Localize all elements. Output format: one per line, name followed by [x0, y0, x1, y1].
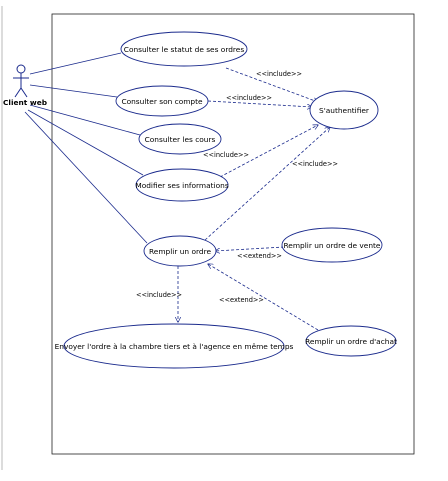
dep-include-remplir: [204, 127, 330, 241]
dep-include-compte: [207, 100, 312, 107]
use-case-consulter-compte: Consulter son compte: [115, 85, 209, 117]
dep-include-statut: [225, 67, 318, 102]
system-boundary: [51, 13, 415, 455]
assoc-cours: [29, 104, 141, 136]
dep-include-modifier: [219, 125, 318, 178]
assoc-remplir: [24, 111, 148, 244]
label-include-compte: <<include>>: [226, 94, 272, 102]
assoc-modifier: [27, 109, 144, 176]
use-case-label: Modifier ses informations: [135, 181, 228, 190]
label-extend-vente: <<extend>>: [237, 252, 282, 260]
use-case-consulter-cours: Consulter les cours: [138, 123, 222, 155]
label-include-remplir: <<include>>: [292, 160, 338, 168]
dep-extend-vente: [215, 246, 285, 251]
dep-extend-achat: [208, 264, 319, 331]
use-case-consulter-statut: Consulter le statut de ses ordres: [120, 31, 248, 67]
use-case-label: S'authentifier: [319, 106, 370, 115]
use-case-envoyer-ordre: Envoyer l'ordre à la chambre tiers et à …: [55, 323, 294, 369]
use-case-ordre-achat: Remplir un ordre d'achat: [305, 325, 397, 357]
assoc-compte: [29, 84, 118, 98]
actor-head: [16, 64, 26, 74]
label-extend-achat: <<extend>>: [219, 296, 264, 304]
use-case-label: Remplir un ordre de vente: [284, 241, 381, 250]
assoc-statut: [29, 52, 122, 75]
use-case-label: Consulter les cours: [145, 135, 216, 144]
label-include-modifier: <<include>>: [203, 151, 249, 159]
use-case-remplir-ordre: Remplir un ordre: [143, 235, 217, 267]
relation-labels: <<include>> <<include>> <<include>> <<in…: [136, 70, 338, 304]
label-include-envoyer: <<include>>: [136, 291, 182, 299]
use-case-label: Consulter le statut de ses ordres: [124, 45, 245, 54]
actor-name: Client web: [3, 98, 47, 107]
label-include-statut: <<include>>: [256, 70, 302, 78]
dependencies: [178, 67, 330, 331]
use-case-label: Remplir un ordre d'achat: [305, 337, 397, 346]
actor-client-web: Client web: [3, 64, 47, 107]
use-case-ordre-vente: Remplir un ordre de vente: [281, 227, 383, 263]
use-case-label: Envoyer l'ordre à la chambre tiers et à …: [55, 342, 294, 351]
use-case-authentifier: S'authentifier: [309, 90, 379, 130]
associations: [24, 52, 148, 244]
use-case-label: Consulter son compte: [121, 97, 203, 106]
use-case-modifier-infos: Modifier ses informations: [135, 168, 229, 202]
use-case-label: Remplir un ordre: [149, 247, 211, 256]
